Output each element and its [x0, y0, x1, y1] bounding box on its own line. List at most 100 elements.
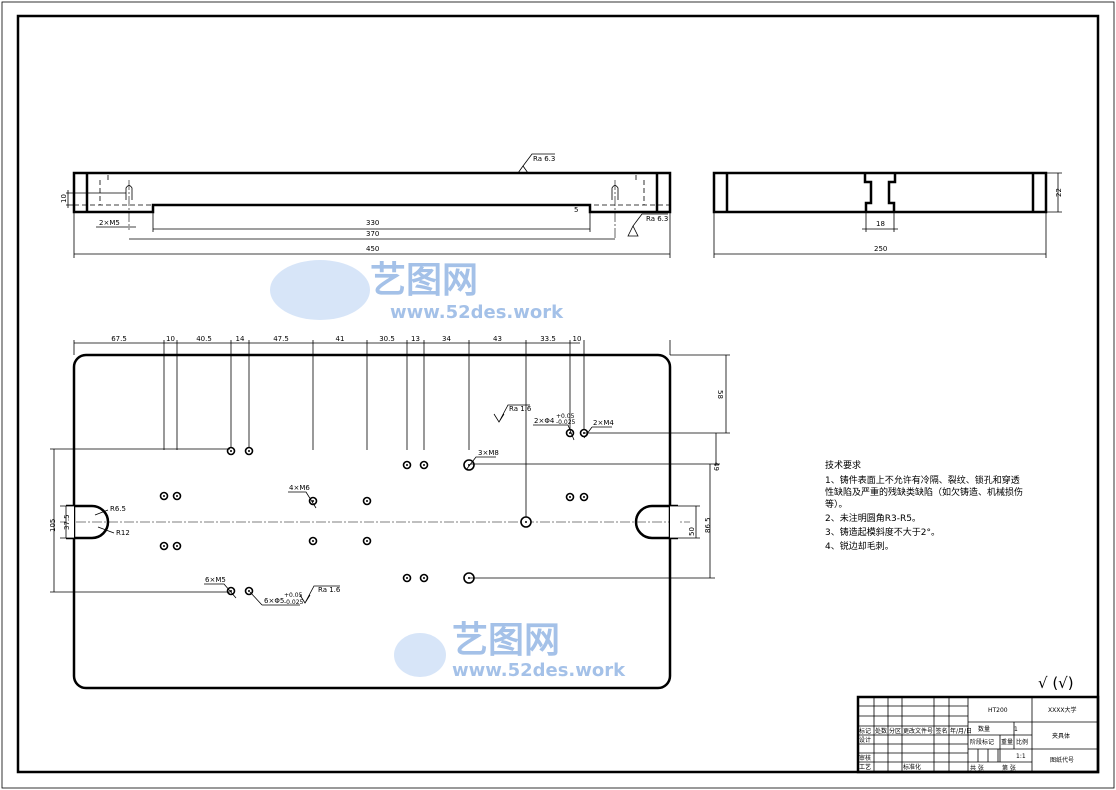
hole-center [312, 500, 314, 502]
dim-thread: 2×M5 [99, 219, 120, 227]
label-6xm5: 6×M5 [205, 576, 226, 584]
label-2xphi4: 2×Φ4 [534, 417, 555, 425]
sheets: 共 张 [970, 764, 984, 772]
col-mark: 标记 [859, 727, 871, 735]
dim-step: 5 [574, 206, 578, 214]
front-view: Ra 6.3 Ra 6.3 10 2×M5 5 330 370 450 [60, 153, 672, 258]
dim-49: 49 [712, 462, 720, 471]
dim-37-5: 37.5 [63, 514, 71, 530]
hole-center [468, 577, 470, 579]
dim-58: 58 [716, 390, 724, 399]
dim-height: 10 [60, 194, 68, 203]
hole-center [569, 432, 571, 434]
watermark: 艺图网 www.52des.work 艺图网 www.52des.work [270, 260, 626, 681]
label-r12: R12 [116, 529, 130, 537]
req-item: 性缺陷及严重的残缺类缺陷（如欠铸造、机械损伤 [825, 486, 1023, 498]
school: XXXX大学 [1048, 706, 1076, 714]
dim-inner: 330 [366, 219, 379, 227]
review-label: 审核 [859, 754, 871, 762]
top-dim-label: 40.5 [196, 335, 212, 343]
top-dim-label: 34 [442, 335, 451, 343]
hole-center [230, 450, 232, 452]
watermark-brand: 艺图网 [370, 260, 478, 301]
hole-center [406, 577, 408, 579]
default-roughness: √ (√) [1038, 674, 1074, 692]
req-item: 4、锐边却毛刺。 [825, 540, 894, 552]
top-dim-label: 13 [411, 335, 420, 343]
scale: 1:1 [1016, 753, 1026, 760]
col-change-doc: 更改文件号 [903, 727, 933, 735]
label-3xm8: 3×M8 [478, 449, 499, 457]
top-dim-label: 10 [573, 335, 582, 343]
top-dim-label: 30.5 [379, 335, 395, 343]
watermark-url-2: www.52des.work [452, 660, 626, 681]
top-dim-label: 14 [236, 335, 245, 343]
req-item: 3、铸造起模斜度不大于2°。 [825, 526, 940, 538]
tolerance-upper: +0.05 [284, 592, 303, 599]
dim-50: 50 [688, 527, 696, 536]
col-sign: 签名 [936, 727, 948, 735]
hole-center [583, 496, 585, 498]
watermark-url: www.52des.work [390, 302, 564, 323]
label-2xm4: 2×M4 [593, 419, 614, 427]
hole-center [366, 540, 368, 542]
req-item: 2、未注明圆角R3-R5。 [825, 512, 921, 524]
col-zone: 分区 [889, 727, 901, 735]
top-dim-label: 10 [166, 335, 175, 343]
label-r6-5: R6.5 [110, 505, 126, 513]
col-count: 处数 [875, 727, 887, 735]
dim-side-height: 22 [1055, 188, 1063, 197]
roughness-b: Ra 1.6 [318, 586, 341, 594]
weight-label: 重量 [1001, 738, 1013, 746]
tech-requirements: 技术要求 1、铸件表面上不允许有冷隔、裂纹、锁孔和穿透 性缺陷及严重的残缺类缺陷… [825, 459, 1023, 552]
dim-105: 105 [49, 519, 57, 532]
hole-center [176, 545, 178, 547]
roughness-top: Ra 6.3 [533, 155, 555, 163]
dim-86-5: 86.5 [704, 517, 712, 533]
side-view: 22 18 250 [712, 171, 1063, 258]
material: HT200 [988, 707, 1008, 714]
dim-slot: 18 [876, 220, 885, 228]
hole-center [248, 450, 250, 452]
design-label: 设计 [859, 736, 871, 744]
scale-label: 比例 [1016, 738, 1028, 746]
hole-center [525, 521, 527, 523]
part-name: 夹具体 [1052, 732, 1070, 740]
title-block: HT200 XXXX大学 夹具体 图纸代号 数量 1 阶段标记 重量 比例 1:… [856, 695, 1100, 774]
dim-length: 450 [366, 245, 379, 253]
hole-center [312, 540, 314, 542]
tolerance-lower: -0.025 [556, 419, 576, 426]
hole-center [366, 500, 368, 502]
label-4xm6: 4×M6 [289, 484, 310, 492]
hole-center [163, 495, 165, 497]
top-dim-label: 47.5 [273, 335, 289, 343]
dim-holes: 370 [366, 230, 379, 238]
hole-center [176, 495, 178, 497]
watermark-brand-2: 艺图网 [452, 620, 560, 661]
process-label: 工艺 [859, 763, 871, 771]
standard-label: 标准化 [903, 763, 921, 771]
tolerance-lower: -0.025 [284, 599, 304, 606]
req-item: 1、铸件表面上不允许有冷隔、裂纹、锁孔和穿透 [825, 474, 1020, 486]
req-item: 等）。 [825, 498, 848, 510]
hole-center [163, 545, 165, 547]
roughness-side: Ra 6.3 [646, 215, 668, 223]
qty: 1 [1014, 726, 1018, 733]
hole-center [423, 577, 425, 579]
stage-label: 阶段标记 [970, 738, 994, 746]
tech-title: 技术要求 [825, 459, 861, 471]
drawing-frame [16, 14, 1100, 774]
tolerance-upper: +0.05 [556, 413, 575, 420]
drawing-number: 图纸代号 [1050, 756, 1074, 764]
label-6xphi5: 6×Φ5 [264, 597, 284, 605]
col-date: 年/月/日 [950, 727, 972, 735]
roughness-a: Ra 1.6 [509, 405, 532, 413]
dim-width: 250 [874, 245, 887, 253]
top-dim-label: 33.5 [540, 335, 556, 343]
top-dim-label: 43 [493, 335, 502, 343]
hole-center [406, 464, 408, 466]
hole-center [423, 464, 425, 466]
